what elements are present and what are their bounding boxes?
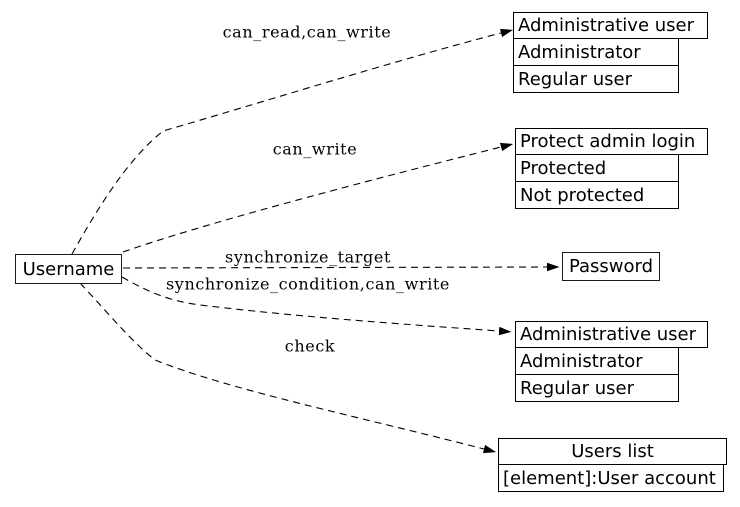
edge-label-can-write: can_write [272,139,358,159]
node-header: Users list [498,438,727,465]
node-password-label: Password [568,256,654,277]
edge-label-synchronize-target: synchronize_target [225,247,391,267]
edge-line-synchronize-target [122,262,560,272]
edge-line-can-write [122,142,514,253]
edge-label-check: check [284,336,336,356]
node-password: Password [562,252,660,281]
edge-label-synchronize-condition-can-write: synchronize_condition,can_write [165,274,451,294]
node-username-label: Username [22,258,115,280]
node-header: Administrative user [513,12,708,39]
node-row: Regular user [515,374,679,402]
node-username: Username [15,254,122,284]
node-row: Administrator [515,347,679,375]
node-users-list: Users list [element]:User account [498,438,727,492]
node-header: Administrative user [515,321,708,348]
node-administrative-user-1: Administrative user Administrator Regula… [513,12,708,93]
node-header: Protect admin login [515,128,708,155]
node-row: [element]:User account [498,464,724,492]
node-administrative-user-2: Administrative user Administrator Regula… [515,321,708,402]
node-protect-admin-login: Protect admin login Protected Not protec… [515,128,708,209]
edge-line-can-read-can-write [71,28,514,255]
node-row: Regular user [513,65,679,93]
edge-line-synchronize-condition-can-write [121,276,512,336]
edge-line-check [79,282,497,454]
node-row: Administrator [513,38,679,66]
edge-label-can-read-can-write: can_read,can_write [222,22,392,42]
node-row: Not protected [515,181,679,209]
node-row: Protected [515,154,679,182]
